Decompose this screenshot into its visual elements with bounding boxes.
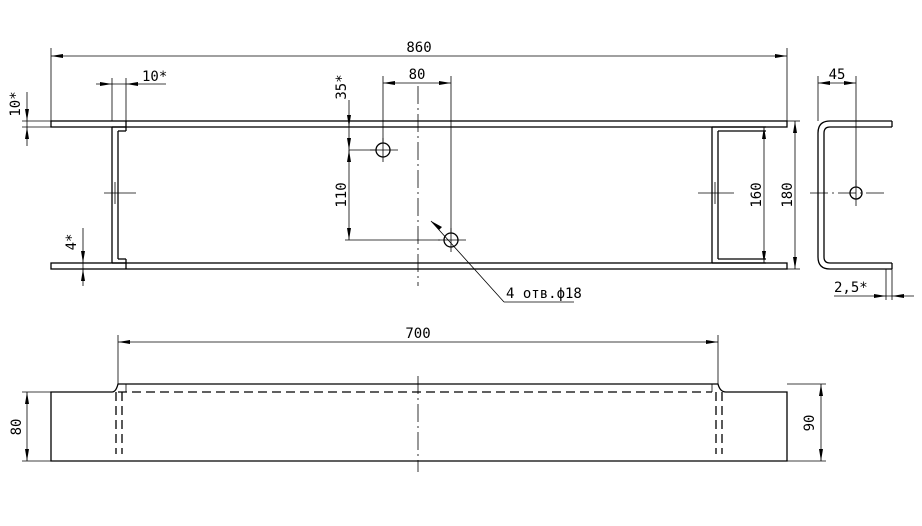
dim-700: 700 [117,326,719,384]
dim-860: 860 [50,40,788,121]
dim-10-flange-label: 10* [142,69,167,85]
dim-860-label: 860 [406,40,431,56]
dim-35-label: 35* [334,74,350,99]
dim-160-label: 160 [749,182,765,207]
dim-4-label: 4* [64,234,80,251]
top-flange [50,120,788,128]
dim-10-thickness-label: 10* [8,91,24,116]
dim-110: 110 [334,150,440,241]
dim-80-holes: 80 [382,67,452,233]
dim-45: 45 [817,67,857,186]
dim-90: 90 [787,383,826,462]
top-view [50,376,788,472]
dim-80-left-label: 80 [9,419,25,436]
dim-80-holes-label: 80 [409,67,426,83]
left-web [111,121,127,269]
hole-lower [438,228,466,252]
dim-80-left: 80 [9,391,51,462]
right-web [711,126,766,264]
dim-35: 35* [334,74,376,160]
dim-180: 180 [780,120,800,270]
front-view [50,86,788,286]
dim-10-thickness: 10* [8,91,51,146]
side-view [810,120,893,270]
dim-2-5-label: 2,5* [834,280,868,296]
dim-4: 4* [51,228,85,286]
dim-45-label: 45 [829,67,846,83]
dim-180-label: 180 [780,182,796,207]
dim-2-5: 2,5* [834,269,914,300]
dim-160: 160 [749,127,766,263]
dim-10-flange: 10* [96,69,167,121]
bottom-flange [50,262,788,270]
hole-callout-label: 4 отв.ϕ18 [506,286,582,302]
dim-700-label: 700 [405,326,430,342]
dim-110-label: 110 [334,182,350,207]
dim-90-label: 90 [802,415,818,432]
hole-callout: 4 отв.ϕ18 [430,220,582,303]
